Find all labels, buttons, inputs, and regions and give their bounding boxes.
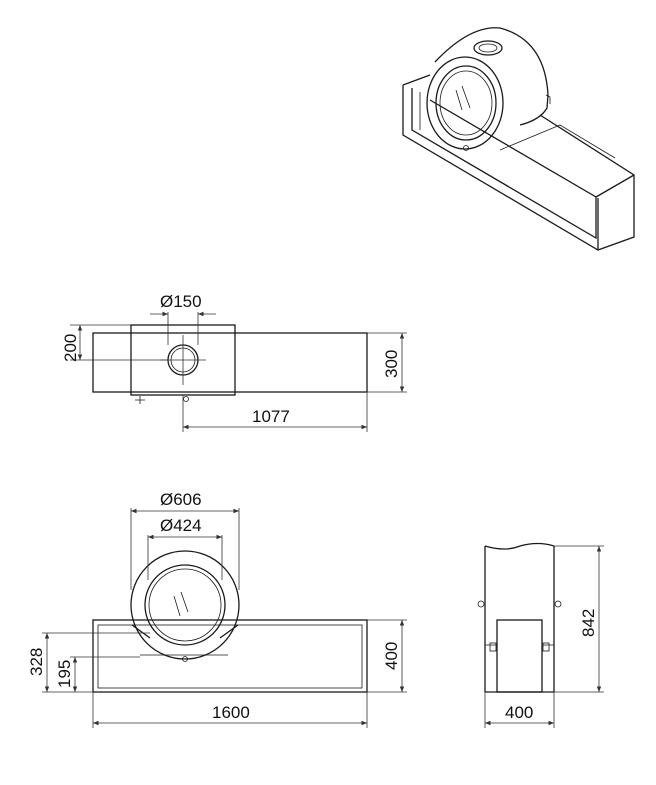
dim-inner-diameter: Ø424 [160,516,202,535]
dim-top-offset: 1077 [252,407,290,426]
dim-front-height-b: 195 [55,660,74,688]
dim-top-depth: 300 [382,350,401,378]
dim-side-height: 842 [579,609,598,637]
dim-flue-diameter: Ø150 [160,292,202,311]
dim-front-height-a: 328 [27,648,46,676]
dim-front-width: 1600 [212,703,250,722]
dim-side-depth: 400 [505,703,533,722]
side-view: 842 400 [477,542,604,728]
dim-top-depth-small: 200 [61,334,80,362]
isometric-view [402,27,635,251]
dim-outer-diameter: Ø606 [160,490,202,509]
dim-bench-height: 400 [382,642,401,670]
front-view: Ø606 Ø424 328 195 400 1600 [27,490,407,728]
top-view: Ø150 200 300 1077 [61,292,407,432]
